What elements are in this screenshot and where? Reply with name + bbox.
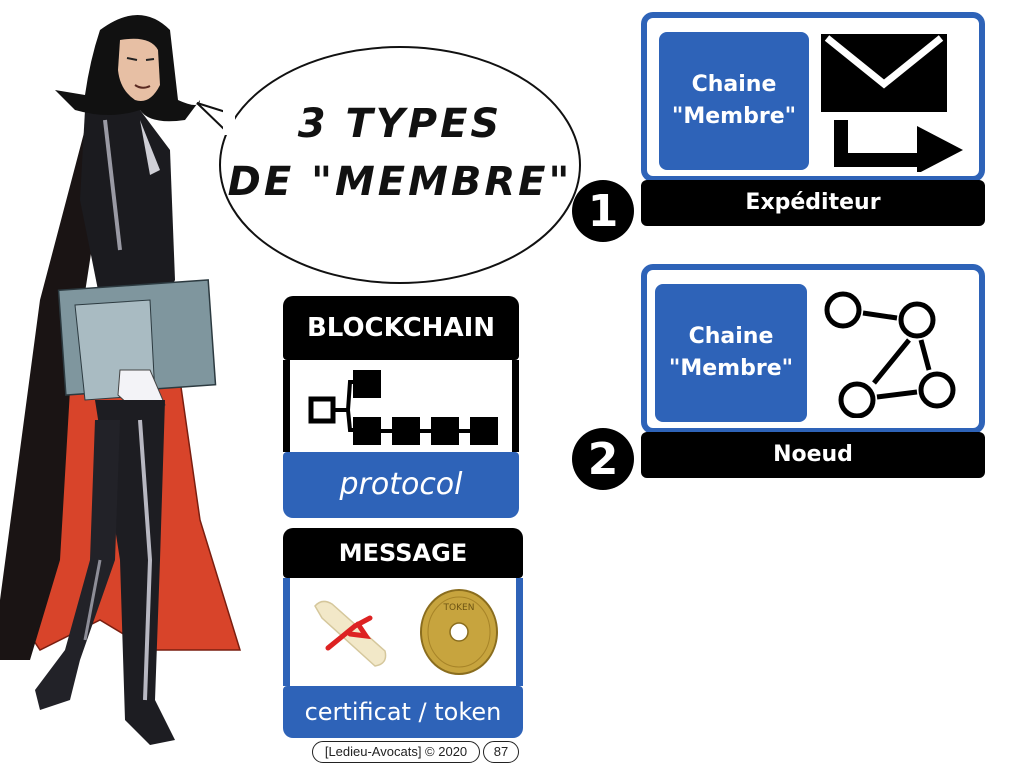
speech-bubble: [196, 46, 581, 284]
page-number: 87: [483, 741, 519, 763]
envelope-send-icon: [821, 34, 963, 172]
certificate-scroll-icon: [314, 600, 387, 667]
chain-membre-box: Chaine "Membre": [655, 284, 807, 422]
noeud-label: Noeud: [773, 442, 853, 467]
member-card-expediteur: Chaine "Membre": [641, 12, 985, 182]
page-number-text: 87: [493, 744, 509, 759]
copyright-credit: [Ledieu-Avocats] © 2020: [312, 741, 480, 763]
network-nodes-icon: [824, 291, 956, 418]
message-box: MESSAGE TOKEN certificat / token: [283, 528, 523, 738]
number-badge-2-label: 2: [587, 433, 619, 485]
blockchain-header: BLOCKCHAIN: [283, 296, 519, 360]
chain-label-line2: "Membre": [671, 104, 797, 129]
blockchain-header-label: BLOCKCHAIN: [306, 313, 496, 343]
blockchain-icon-area: [283, 360, 519, 452]
member-card-noeud: Chaine "Membre": [641, 264, 985, 434]
number-badge-2: 2: [572, 428, 634, 490]
message-footer-label: certificat / token: [304, 698, 502, 726]
bubble-line-1: 3 TYPES: [297, 101, 503, 147]
number-badge-1-label: 1: [587, 185, 619, 237]
speech-bubble-text: 3 TYPES DE "MEMBRE": [220, 95, 580, 211]
credit-text: [Ledieu-Avocats] © 2020: [324, 744, 468, 759]
chain-label-line1: Chaine: [691, 72, 777, 97]
chain-membre-box: Chaine "Membre": [659, 32, 809, 170]
token-coin-icon: TOKEN: [420, 589, 498, 675]
message-footer: certificat / token: [283, 686, 523, 738]
blockchain-protocol-box: BLOCKCHAIN protocol: [283, 296, 519, 518]
bubble-line-2: DE "MEMBRE": [227, 159, 573, 205]
member-label-expediteur: Expéditeur: [641, 180, 985, 226]
blockchain-footer: protocol: [283, 452, 519, 518]
svg-text:TOKEN: TOKEN: [443, 603, 475, 613]
chain-label-line1: Chaine: [688, 324, 774, 349]
expediteur-label: Expéditeur: [745, 190, 881, 215]
number-badge-1: 1: [572, 180, 634, 242]
comic-character-illustration: [0, 15, 242, 745]
member-label-noeud: Noeud: [641, 432, 985, 478]
message-header-label: MESSAGE: [338, 539, 468, 567]
chain-label-line2: "Membre": [668, 356, 794, 381]
message-header: MESSAGE: [283, 528, 523, 578]
blockchain-footer-label: protocol: [339, 467, 463, 502]
blockchain-chain-icon: [308, 370, 498, 445]
message-icon-area: TOKEN: [283, 578, 523, 686]
